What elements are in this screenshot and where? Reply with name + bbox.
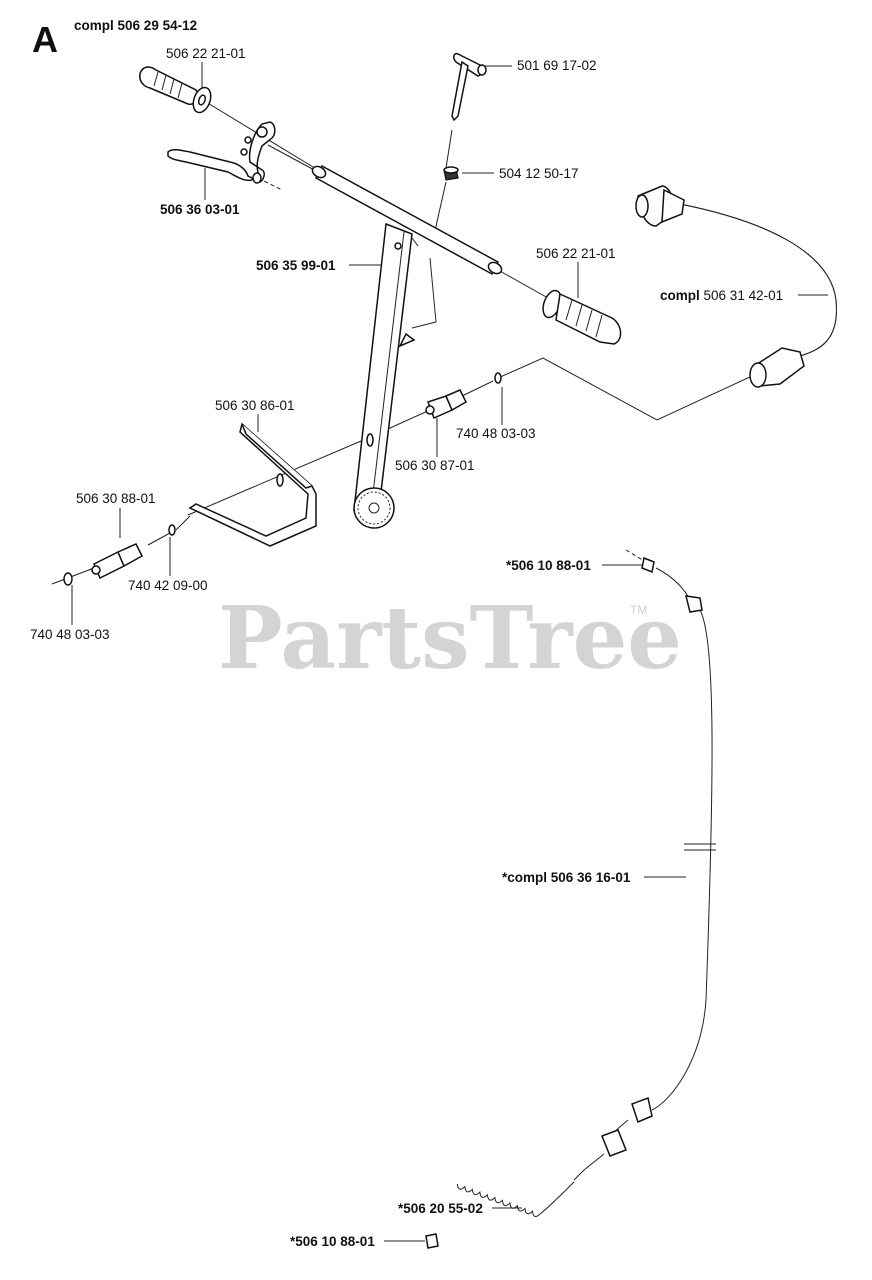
nipple-left <box>63 524 176 586</box>
nut <box>443 166 459 181</box>
grip-left <box>139 66 212 114</box>
labels: 506 22 21-01 506 36 03-01 501 69 17-02 5… <box>30 46 783 1249</box>
label-tbolt: 501 69 17-02 <box>517 58 597 73</box>
hose-assembly <box>635 185 838 388</box>
brake-lever <box>167 121 276 184</box>
label-oring-left: 740 48 03-03 <box>30 627 110 642</box>
section-letter: A <box>32 19 58 60</box>
label-nipple-left: 506 30 88-01 <box>76 491 156 506</box>
label-spring: *506 20 55-02 <box>398 1201 483 1216</box>
label-grip-right: 506 22 21-01 <box>536 246 616 261</box>
coupling-right <box>425 372 502 420</box>
cable <box>425 556 716 1249</box>
watermark: PartsTree <box>218 588 682 689</box>
watermark-tm: TM <box>630 603 647 617</box>
main-handle <box>311 164 503 529</box>
label-nut: 504 12 50-17 <box>499 166 579 181</box>
label-cable-end-bottom: *506 10 88-01 <box>290 1234 375 1249</box>
bracket <box>188 422 317 547</box>
label-grip-left: 506 22 21-01 <box>166 46 246 61</box>
assembly-label: compl 506 29 54-12 <box>74 18 197 33</box>
label-cable-end-top: *506 10 88-01 <box>506 558 591 573</box>
label-coupling-right: 506 30 87-01 <box>395 458 475 473</box>
label-bracket: 506 30 86-01 <box>215 398 295 413</box>
label-washer-left: 740 42 09-00 <box>128 578 208 593</box>
label-handle: 506 35 99-01 <box>256 258 336 273</box>
label-hose: compl 506 31 42-01 <box>660 288 783 303</box>
label-lever: 506 36 03-01 <box>160 202 240 217</box>
t-bolt <box>451 52 487 122</box>
grip-right <box>542 289 622 345</box>
label-oring-right: 740 48 03-03 <box>456 426 536 441</box>
label-cable-assembly: *compl 506 36 16-01 <box>502 870 631 885</box>
